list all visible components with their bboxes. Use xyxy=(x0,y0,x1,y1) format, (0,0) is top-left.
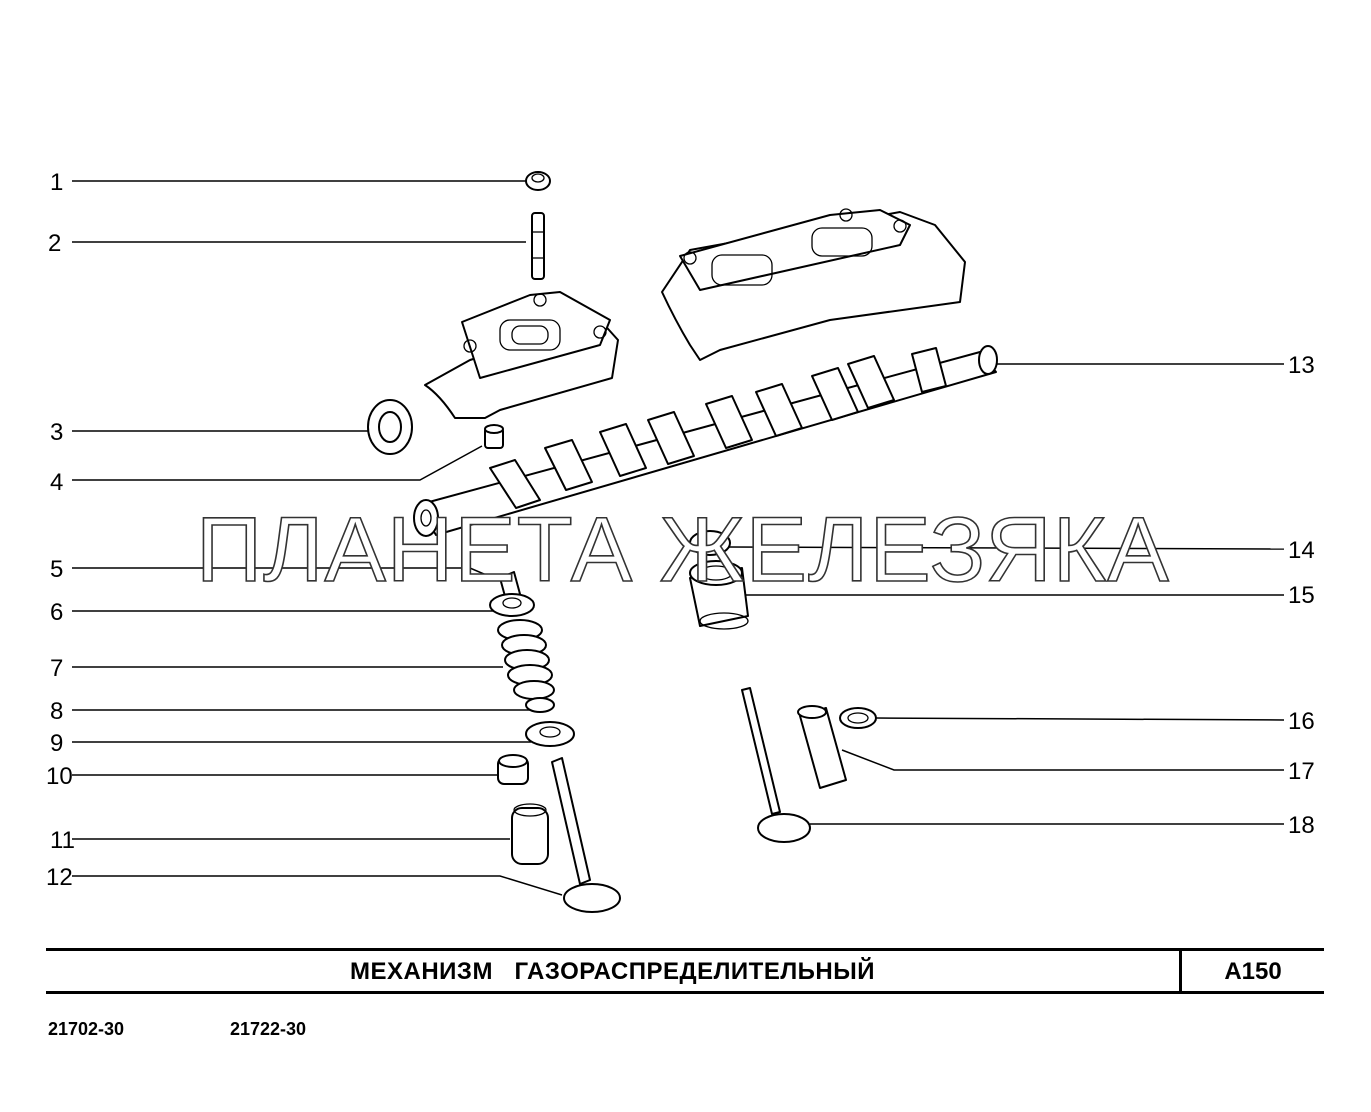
camshaft-housing-left xyxy=(424,291,619,419)
part-11-valve-guide xyxy=(511,803,549,865)
part-2-stud xyxy=(531,212,545,280)
part-8-inner-spring xyxy=(525,697,555,713)
part-6-spring-retainer xyxy=(489,593,535,617)
callout-label-13: 13 xyxy=(1288,352,1315,379)
camshaft-housing-right xyxy=(661,208,966,361)
callout-label-5: 5 xyxy=(50,556,63,583)
part-10-valve-stem-seal xyxy=(497,754,529,785)
leader-lines xyxy=(72,180,1285,896)
callout-label-12: 12 xyxy=(46,864,73,891)
part-16-o-ring xyxy=(839,707,877,729)
part-7-valve-spring xyxy=(497,619,555,700)
callout-label-3: 3 xyxy=(50,419,63,446)
callout-label-14: 14 xyxy=(1288,537,1315,564)
part-14-shim xyxy=(689,530,731,556)
callout-label-16: 16 xyxy=(1288,708,1315,735)
title-divider xyxy=(1179,951,1182,991)
part-9-spring-seat xyxy=(525,721,575,747)
part-3-oil-seal xyxy=(367,399,413,455)
callout-label-11: 11 xyxy=(50,827,75,854)
part-12-intake-valve xyxy=(551,757,621,913)
model-code-2: 21722-30 xyxy=(230,1019,307,1039)
drawing-title: МЕХАНИЗМ ГАЗОРАСПРЕДЕЛИТЕЛЬНЫЙ xyxy=(349,958,876,985)
part-17-valve-guide xyxy=(797,705,847,789)
part-1-nut xyxy=(525,171,551,191)
callout-label-9: 9 xyxy=(50,730,63,757)
part-13-camshaft xyxy=(413,345,998,537)
part-4-bushing xyxy=(484,424,504,449)
title-block: МЕХАНИЗМ ГАЗОРАСПРЕДЕЛИТЕЛЬНЫЙ A150 xyxy=(46,948,1324,994)
callout-label-10: 10 xyxy=(46,763,73,790)
drawing-code: A150 xyxy=(1224,958,1282,985)
part-15-tappet xyxy=(689,560,749,630)
watermark-text: ПЛАНЕТА ЖЕЛЕЗЯКА xyxy=(196,499,1170,601)
callout-label-15: 15 xyxy=(1288,582,1315,609)
callout-label-17: 17 xyxy=(1288,758,1315,785)
callout-label-18: 18 xyxy=(1288,812,1315,839)
callout-label-4: 4 xyxy=(50,469,63,496)
callout-label-7: 7 xyxy=(50,655,63,682)
callout-label-6: 6 xyxy=(50,599,63,626)
callout-label-1: 1 xyxy=(50,169,63,196)
part-18-exhaust-valve xyxy=(741,687,811,843)
callout-label-2: 2 xyxy=(48,230,61,257)
callout-label-8: 8 xyxy=(50,698,63,725)
model-code-1: 21702-30 xyxy=(48,1019,125,1039)
